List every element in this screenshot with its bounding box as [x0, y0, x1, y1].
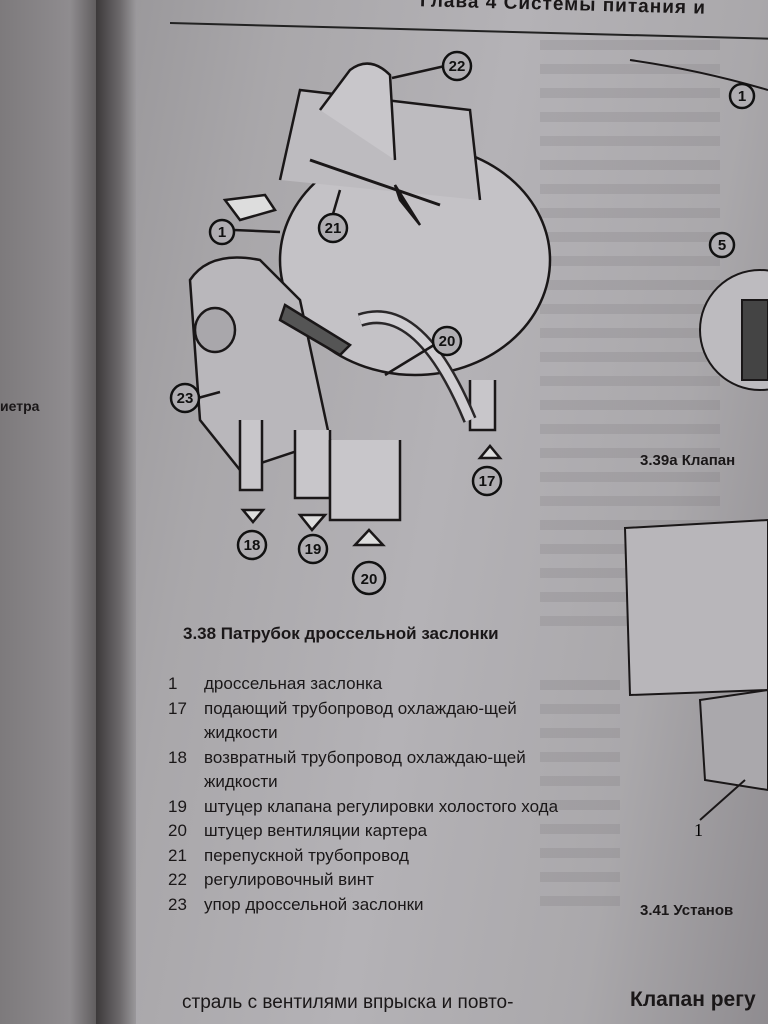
body-text: страль с вентилями впрыска и повто- [182, 992, 514, 1013]
bleed-through-text [540, 680, 620, 920]
callout-18: 18 [236, 529, 268, 561]
svg-text:21: 21 [325, 220, 342, 237]
svg-text:20: 20 [361, 571, 378, 588]
figure-341-caption: 3.41 Установ [640, 902, 734, 919]
callout-20-bottom: 20 [351, 560, 387, 596]
svg-text:22: 22 [449, 58, 466, 75]
svg-text:18: 18 [244, 537, 261, 554]
svg-text:20: 20 [439, 333, 456, 350]
callout-19: 19 [297, 533, 329, 565]
figure-339a-caption: 3.39а Клапан [640, 452, 736, 469]
svg-text:5: 5 [718, 237, 726, 254]
callout-21: 21 [317, 212, 349, 244]
callout-22: 22 [441, 50, 473, 82]
left-page-caption: иетра [0, 398, 40, 414]
svg-text:17: 17 [479, 473, 496, 490]
left-page [0, 0, 100, 1024]
callout-1: 1 [208, 218, 236, 246]
callout-20: 20 [431, 325, 463, 357]
figure-caption: 3.38 Патрубок дроссельной заслонки [183, 624, 499, 643]
svg-text:19: 19 [305, 541, 322, 558]
section-heading: Клапан регу [630, 988, 756, 1011]
callout-right-1-b: 1 [694, 820, 703, 840]
svg-text:1: 1 [218, 224, 226, 241]
right-page-figures [623, 59, 768, 821]
callout-right-5: 5 [708, 231, 736, 259]
callout-17: 17 [471, 465, 503, 497]
book-gutter [96, 0, 136, 1024]
callout-right-1: 1 [728, 82, 756, 110]
callout-23: 23 [169, 382, 201, 414]
svg-text:1: 1 [738, 88, 746, 105]
svg-text:23: 23 [177, 390, 194, 407]
